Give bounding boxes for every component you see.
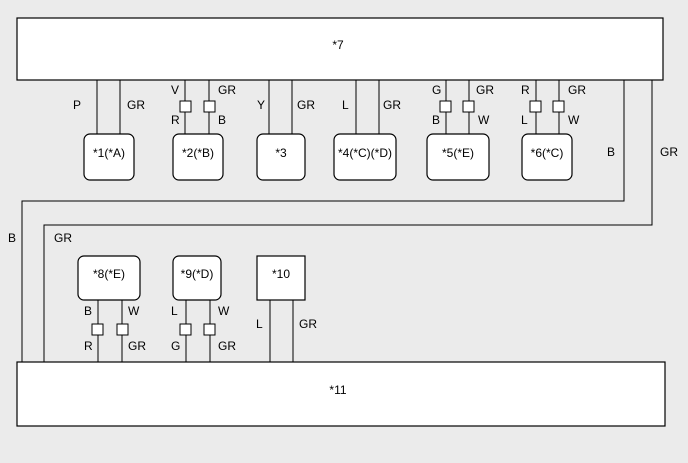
- component-2: [172, 133, 224, 181]
- connector-8-left: [91, 323, 104, 336]
- bus-wires: [21, 80, 653, 362]
- component-8-label: *8(*E): [93, 267, 125, 281]
- wire-label: W: [128, 304, 140, 318]
- wire-label: GR: [568, 83, 586, 97]
- wire-label: GR: [218, 339, 236, 353]
- component-3: [256, 133, 306, 181]
- component-4-label: *4(*C)(*D): [338, 146, 392, 160]
- connector-5-right: [462, 100, 475, 113]
- wire-label: B: [218, 113, 226, 127]
- block-11: [16, 361, 666, 427]
- wire-label: GR: [299, 317, 317, 331]
- wire-label: GR: [128, 339, 146, 353]
- component-2-label: *2(*B): [182, 146, 214, 160]
- component-9: [172, 255, 222, 301]
- wire-label: GR: [297, 98, 315, 112]
- wire-label: GR: [383, 98, 401, 112]
- wire-label: Y: [257, 98, 265, 112]
- wire-label: B: [84, 304, 92, 318]
- wire-label: R: [84, 339, 93, 353]
- wire-label: GR: [218, 83, 236, 97]
- component-9-label: *9(*D): [181, 267, 214, 281]
- connector-6-right: [552, 100, 565, 113]
- component-1-label: *1(*A): [93, 146, 125, 160]
- wire-label: L: [521, 113, 528, 127]
- wire-label: R: [171, 113, 180, 127]
- wire-label: L: [342, 98, 349, 112]
- wire-label: GR: [54, 231, 72, 245]
- wire-label: GR: [127, 98, 145, 112]
- wire-label: W: [218, 304, 230, 318]
- component-4: [333, 133, 397, 181]
- connector-9-left: [179, 323, 192, 336]
- wire-label: L: [171, 304, 178, 318]
- component-3-label: *3: [275, 146, 287, 160]
- connector-9-right: [203, 323, 216, 336]
- wire-label: P: [73, 98, 81, 112]
- connector-5-left: [439, 100, 452, 113]
- component-5-label: *5(*E): [442, 146, 474, 160]
- component-10-label: *10: [272, 267, 290, 281]
- wire-label: G: [171, 339, 180, 353]
- wire-label: B: [432, 113, 440, 127]
- wire-label: W: [568, 113, 580, 127]
- block-7-label: *7: [332, 38, 344, 52]
- wire-label: W: [478, 113, 490, 127]
- connector-2-left: [179, 100, 192, 113]
- wire-label: V: [171, 83, 179, 97]
- connectors: [91, 100, 565, 336]
- block-11-label: *11: [329, 383, 346, 397]
- wire-label: B: [607, 145, 615, 159]
- wire-label: R: [521, 83, 530, 97]
- component-10: [256, 255, 306, 301]
- wire-labels: P GR V GR R B Y GR L GR G GR B W R GR L …: [8, 83, 678, 353]
- connector-2-right: [203, 100, 216, 113]
- component-6-label: *6(*C): [531, 146, 564, 160]
- wire-label: B: [8, 231, 16, 245]
- connector-8-right: [116, 323, 129, 336]
- component-5: [426, 133, 490, 181]
- connector-6-left: [529, 100, 542, 113]
- wire-label: GR: [476, 83, 494, 97]
- component-8: [77, 255, 141, 301]
- wire-label: G: [432, 83, 441, 97]
- block-7: [16, 17, 664, 81]
- component-6: [521, 133, 573, 181]
- component-1: [83, 133, 135, 181]
- wire-label: GR: [660, 145, 678, 159]
- wire-label: L: [256, 317, 263, 331]
